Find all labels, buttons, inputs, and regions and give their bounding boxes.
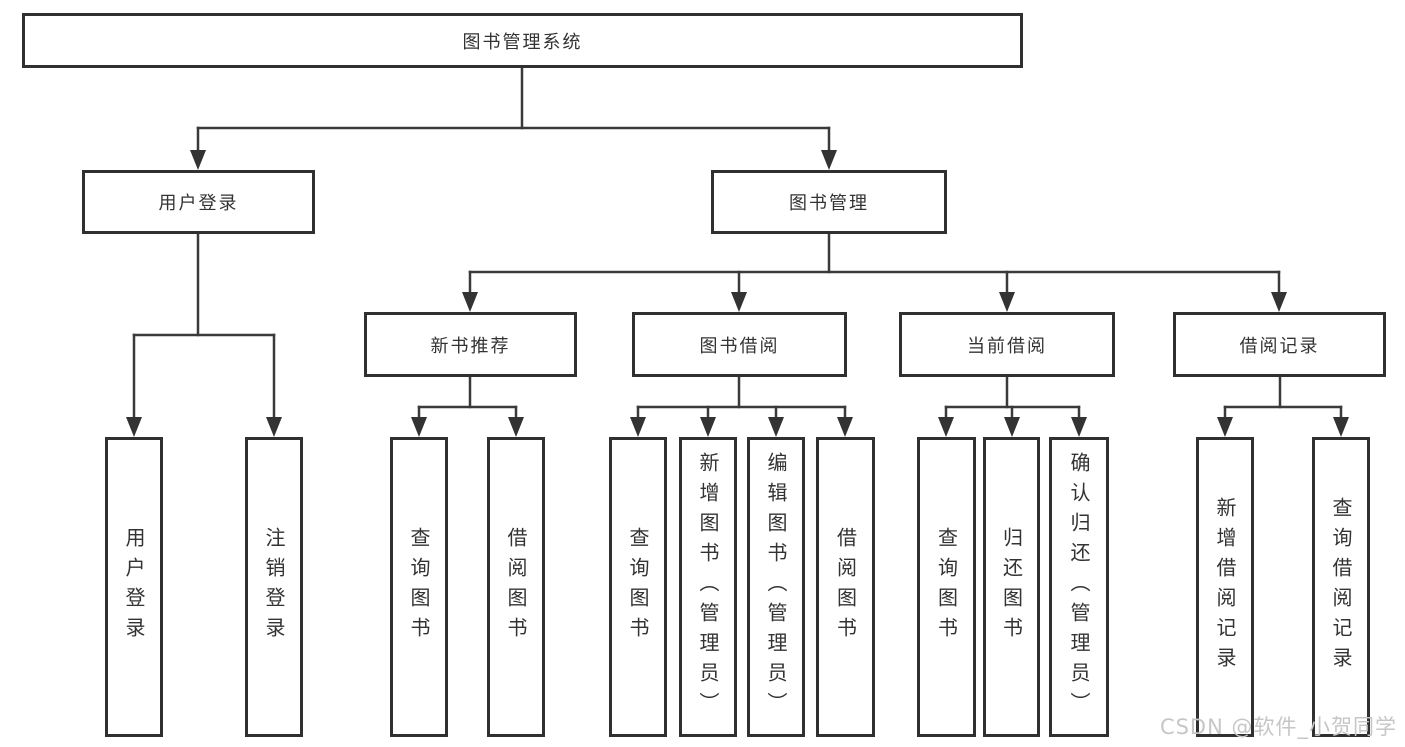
node-label: 查询借阅记录: [1329, 497, 1353, 677]
leaf-bb-borrow-books: 借阅图书: [816, 437, 875, 737]
node-label: 借阅记录: [1239, 335, 1320, 357]
leaf-bb-edit-books-admin: 编辑图书（管理员）: [747, 437, 805, 737]
node-user-login: 用户登录: [82, 170, 315, 234]
node-book-borrowing: 图书借阅: [632, 312, 847, 377]
leaf-user-login: 用户登录: [105, 437, 163, 737]
node-label: 新书推荐: [430, 335, 511, 357]
node-new-book-recommendation: 新书推荐: [364, 312, 577, 377]
node-label: 注销登录: [262, 527, 286, 647]
node-label: 用户登录: [122, 527, 146, 647]
leaf-bb-query-books: 查询图书: [609, 437, 667, 737]
node-label: 归还图书: [999, 527, 1024, 647]
node-label: 查询图书: [934, 527, 959, 647]
leaf-nbr-query-books: 查询图书: [390, 437, 448, 737]
node-label: 查询图书: [626, 527, 650, 647]
arrowheads: [126, 150, 1349, 437]
node-label: 用户登录: [158, 193, 239, 214]
node-label: 图书借阅: [699, 335, 780, 357]
csdn-watermark: CSDN @软件_小贺同学: [1159, 715, 1397, 739]
leaf-logout: 注销登录: [245, 437, 303, 737]
leaf-bb-add-books-admin: 新增图书（管理员）: [679, 437, 737, 737]
leaf-br-add-borrow-record: 新增借阅记录: [1196, 437, 1254, 737]
leaf-cb-confirm-return-admin: 确认归还（管理员）: [1049, 437, 1109, 737]
node-label: 编辑图书（管理员）: [764, 452, 788, 722]
leaf-nbr-borrow-books: 借阅图书: [487, 437, 545, 737]
node-label: 新增借阅记录: [1213, 497, 1237, 677]
node-borrowing-records: 借阅记录: [1173, 312, 1386, 377]
node-label: 图书管理系统: [462, 31, 583, 53]
leaf-cb-query-books: 查询图书: [917, 437, 976, 737]
leaf-br-query-borrow-record: 查询借阅记录: [1312, 437, 1370, 737]
node-label: 借阅图书: [833, 527, 858, 647]
node-library-management-system: 图书管理系统: [22, 13, 1023, 68]
node-label: 新增图书（管理员）: [696, 452, 720, 722]
node-label: 确认归还（管理员）: [1067, 452, 1091, 722]
node-label: 查询图书: [407, 527, 431, 647]
node-book-management: 图书管理: [711, 170, 947, 234]
leaf-cb-return-books: 归还图书: [983, 437, 1040, 737]
node-current-borrowing: 当前借阅: [899, 312, 1115, 377]
node-label: 借阅图书: [504, 527, 528, 647]
node-label: 当前借阅: [967, 335, 1047, 357]
node-label: 图书管理: [789, 193, 869, 214]
